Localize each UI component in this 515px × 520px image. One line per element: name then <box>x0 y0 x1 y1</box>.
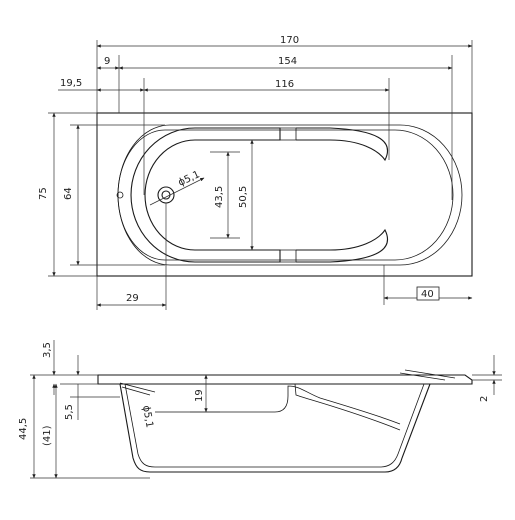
dim-head-rest: 40 <box>421 289 434 300</box>
tub-rim-inner <box>117 129 454 261</box>
dim-bottom-width-2: 50,5 <box>238 186 249 208</box>
dim-overall-width: 75 <box>38 187 49 200</box>
armrest-bottom <box>296 228 388 263</box>
side-view: ϕ5,1 19 3,5 5,5 44,5 (41) 2 <box>18 340 502 479</box>
overflow-hole <box>116 191 124 199</box>
dim-overall-length: 170 <box>280 35 299 46</box>
drain-inner <box>161 190 171 200</box>
dim-total-height: 44,5 <box>18 418 29 440</box>
dim-inner-height: (41) <box>42 425 53 446</box>
dim-drain-offset: 29 <box>126 293 139 304</box>
dim-offset-9: 9 <box>104 56 110 67</box>
dim-inner-width: 64 <box>63 187 74 200</box>
dim-offset-19-5: 19,5 <box>60 78 82 89</box>
basin-bottom <box>130 127 281 263</box>
dim-bottom-width-1: 43,5 <box>214 186 225 208</box>
dim-depth-19: 19 <box>194 389 205 402</box>
side-seat <box>155 385 401 425</box>
dim-rim-thickness: 2 <box>479 396 490 402</box>
top-view: ϕ5,1 170 9 154 19,5 116 75 64 <box>38 35 473 310</box>
dim-overflow-height: 5,5 <box>64 404 75 420</box>
side-body <box>119 383 431 473</box>
dim-basin-length: 116 <box>275 79 294 90</box>
dim-rim-height: 3,5 <box>42 342 53 358</box>
side-rim <box>97 374 473 385</box>
head-rest-box <box>416 286 440 301</box>
armrest-top <box>296 127 388 162</box>
tub-outline <box>96 112 473 277</box>
drain-outer <box>157 186 175 204</box>
side-drain-diameter-label: ϕ5,1 <box>140 405 155 429</box>
dim-inner-length: 154 <box>278 56 297 67</box>
